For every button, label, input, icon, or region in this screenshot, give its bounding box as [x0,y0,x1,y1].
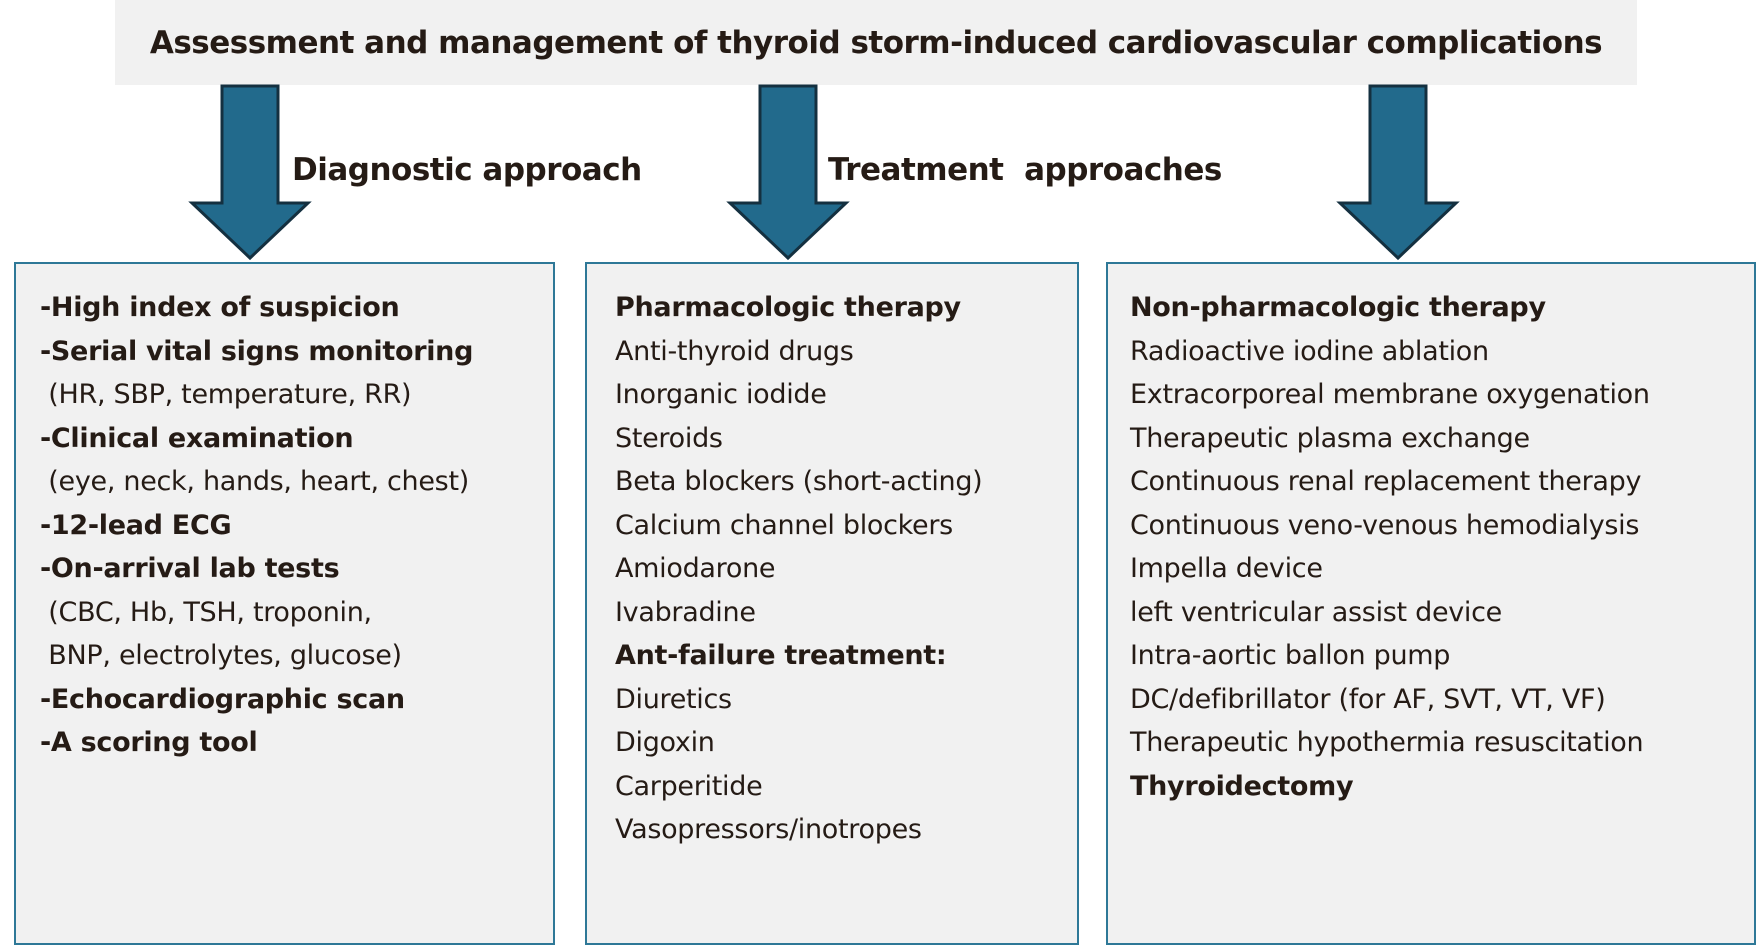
box-line: Beta blockers (short-acting) [615,466,983,497]
box-line: Therapeutic plasma exchange [1130,422,1530,454]
box-line: -High index of suspicion [40,292,400,323]
box-line: Digoxin [615,727,715,758]
box-line: Amiodarone [615,553,776,584]
box-line: (HR, SBP, temperature, RR) [40,379,412,410]
box-line: Inorganic iodide [615,379,827,410]
box-line: Thyroidectomy [1130,770,1354,802]
box-line: Radioactive iodine ablation [1130,335,1489,367]
box-line: (eye, neck, hands, heart, chest) [40,466,469,497]
diagnostic-approach-box: -High index of suspicion -Serial vital si… [14,262,555,945]
box-line: -A scoring tool [40,727,258,758]
box-line: Diuretics [615,683,732,715]
box-line: -Serial vital signs monitoring [40,335,474,367]
box-line: Ivabradine [615,596,756,628]
box-line: Pharmacologic therapy [615,292,961,323]
box-line: BNP, electrolytes, glucose) [40,640,402,671]
box-line: Calcium channel blockers [615,509,953,541]
box-line: Anti-thyroid drugs [615,335,854,367]
box-line: Intra-aortic ballon pump [1130,640,1451,671]
box-line: -12-lead ECG [40,509,232,541]
label-diagnostic-approach: Diagnostic approach [292,152,642,188]
box-line: (CBC, Hb, TSH, troponin, [40,596,372,628]
box-line: Steroids [615,422,723,454]
box-line: -Echocardiographic scan [40,683,405,715]
title-bar: Assessment and management of thyroid sto… [115,0,1637,85]
box-line: Continuous renal replacement therapy [1130,466,1642,497]
box-line: Impella device [1130,553,1323,584]
box-line: -On-arrival lab tests [40,553,340,584]
label-treatment-approaches: Treatment approaches [828,152,1222,188]
box-line: Vasopressors/inotropes [615,814,922,845]
box-line: Continuous veno-venous hemodialysis [1130,509,1640,541]
box-line: left ventricular assist device [1130,596,1502,628]
box-line: Ant-failure treatment: [615,640,947,671]
box-line: Extracorporeal membrane oxygenation [1130,379,1650,410]
down-arrow-diagnostic [188,84,312,261]
down-arrow-non-pharmacologic [1336,84,1460,261]
box-line: Carperitide [615,770,763,802]
box-line: DC/defibrillator (for AF, SVT, VT, VF) [1130,683,1606,715]
box-line: Non-pharmacologic therapy [1130,292,1546,323]
diagram-title: Assessment and management of thyroid sto… [149,24,1603,61]
box-line: Therapeutic hypothermia resuscitation [1130,727,1644,758]
box-line: -Clinical examination [40,422,354,454]
